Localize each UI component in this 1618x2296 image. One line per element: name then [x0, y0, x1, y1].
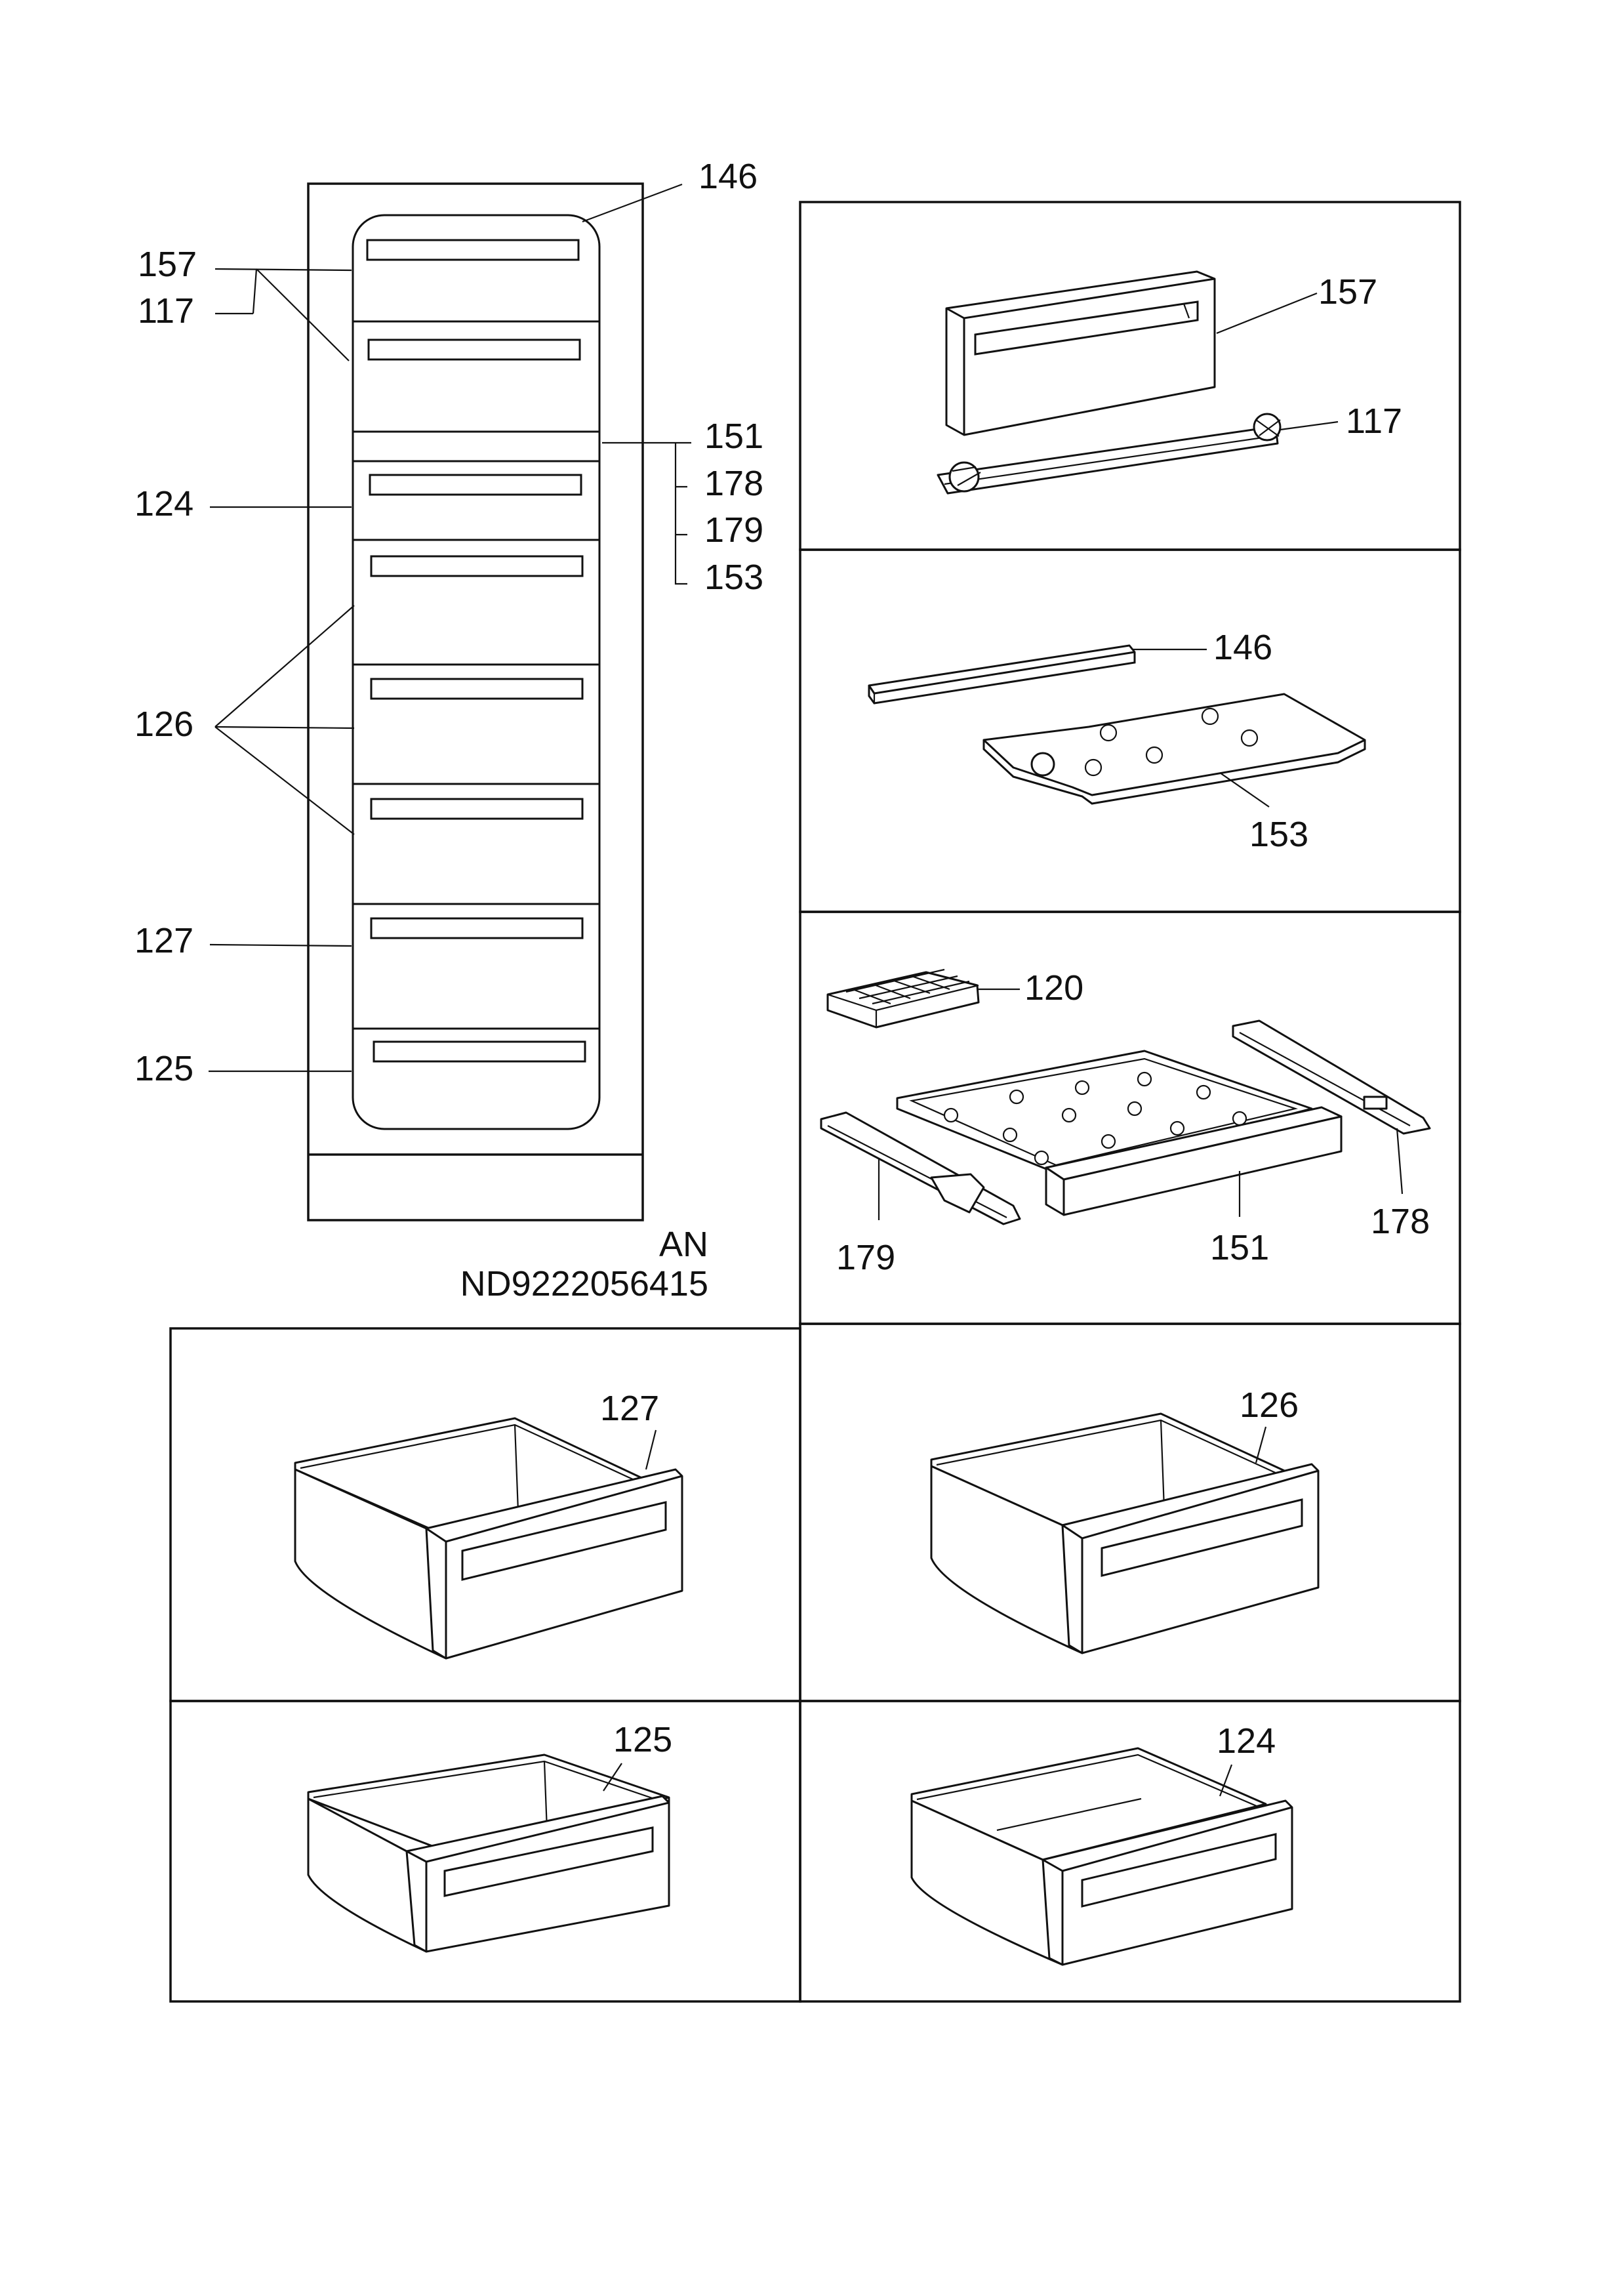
handle-recess	[369, 474, 582, 496]
handle-recess	[370, 917, 584, 939]
label-127: 127	[600, 1389, 659, 1428]
handle-recess	[373, 1040, 586, 1063]
leader-126	[1255, 1426, 1267, 1464]
drawer-125: 125	[307, 1720, 672, 1953]
label-151: 151	[1210, 1228, 1269, 1267]
leader-125	[603, 1763, 622, 1792]
trim-strip-146	[868, 644, 1136, 705]
hinge-bar-117	[937, 413, 1282, 495]
handle-recess	[370, 678, 584, 700]
panel-ice-tray-assembly: 120 151 17	[820, 968, 1431, 1277]
ice-cube-tray-120	[826, 968, 980, 1029]
shelf-hole	[1099, 724, 1118, 742]
leader-lines	[209, 183, 691, 1073]
leader-153	[1219, 772, 1270, 808]
label-124: 124	[1217, 1721, 1276, 1761]
label-153: 153	[1249, 815, 1308, 854]
tray-base	[896, 1050, 1313, 1176]
callout-127: 127	[134, 921, 193, 960]
glass-shelf-153	[982, 693, 1366, 805]
shelf-hole	[1201, 707, 1219, 726]
handle-recess	[370, 798, 584, 820]
shelf-hole	[1145, 746, 1163, 764]
label-146: 146	[1213, 628, 1272, 667]
shelf-clip	[1030, 752, 1055, 777]
callout-126: 126	[134, 705, 193, 744]
label-120: 120	[1024, 968, 1083, 1008]
callout-124: 124	[134, 484, 193, 523]
leader-127	[645, 1429, 657, 1470]
leader-124	[1219, 1764, 1233, 1797]
shelf-hole	[1240, 729, 1259, 747]
door-outline	[352, 214, 601, 1130]
drawer-127: 127	[294, 1389, 683, 1660]
label-157: 157	[1318, 272, 1377, 312]
drawer-126: 126	[930, 1385, 1320, 1654]
callout-146: 146	[698, 157, 758, 196]
label-125: 125	[613, 1720, 672, 1759]
handle-recess	[370, 555, 584, 577]
panel-front-and-hinge: 157 117	[937, 270, 1402, 495]
callout-153: 153	[704, 558, 763, 597]
label-178: 178	[1371, 1202, 1430, 1241]
label-117: 117	[1346, 401, 1402, 441]
leader-157	[1216, 292, 1318, 335]
callout-178: 178	[704, 464, 763, 503]
rail-179	[820, 1111, 1021, 1225]
cabinet-outline	[307, 182, 644, 1221]
panel-shelf: 146 153	[868, 628, 1366, 854]
drawing-number: ND9222056415	[460, 1264, 708, 1303]
tray-front-151	[1045, 1106, 1343, 1216]
handle-recess	[366, 239, 580, 261]
panel-frames	[169, 201, 1461, 2003]
shelf-hole	[1084, 758, 1102, 777]
drawer-front-157	[945, 270, 1216, 436]
handle-recess	[367, 338, 581, 361]
callout-179: 179	[704, 510, 763, 550]
drawer-124: 124	[910, 1721, 1293, 1966]
rail-178	[1232, 1019, 1431, 1135]
label-126: 126	[1240, 1385, 1299, 1425]
freezer-cabinet-overview: 146 157 117 151 178 179 153 124 126 127 …	[134, 157, 763, 1303]
leader-178	[1396, 1128, 1404, 1195]
callout-157: 157	[138, 245, 197, 284]
callout-125: 125	[134, 1049, 193, 1088]
label-179: 179	[836, 1238, 895, 1277]
callout-151: 151	[704, 417, 763, 456]
variant-code: AN	[659, 1225, 708, 1264]
leader-117	[1280, 420, 1339, 431]
callout-117: 117	[138, 291, 194, 331]
